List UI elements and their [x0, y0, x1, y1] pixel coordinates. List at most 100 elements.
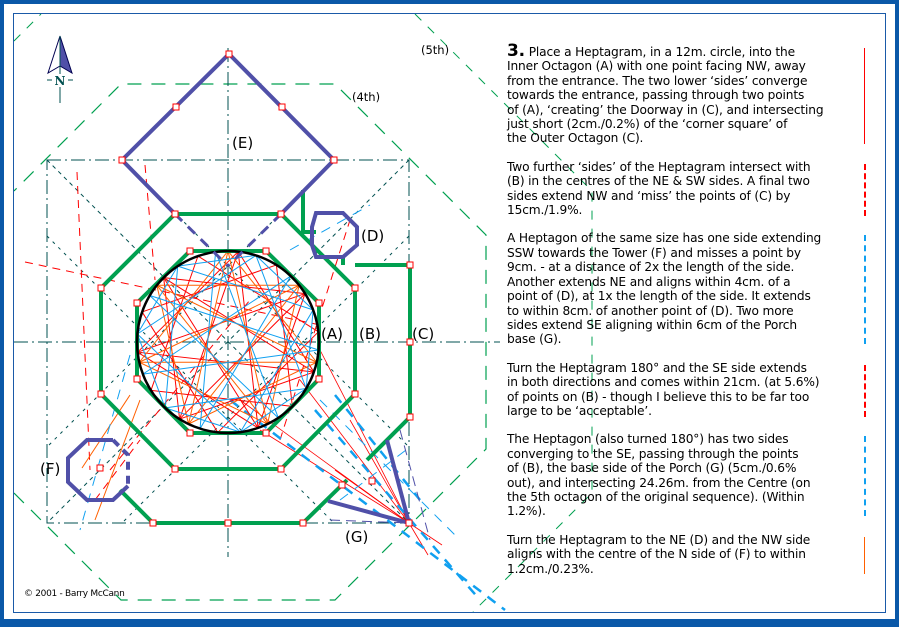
- point-marker: [338, 481, 346, 489]
- heptagram-line: [150, 389, 293, 407]
- tower-f: [66, 438, 130, 502]
- porch-alignment-line: [334, 469, 410, 524]
- step-number: 3.: [507, 41, 525, 61]
- point-marker: [172, 103, 180, 111]
- heptagon-line: [136, 265, 179, 335]
- heptagram-circle: [135, 249, 321, 435]
- inner-frame: [13, 13, 886, 613]
- heptagram-line: [150, 255, 199, 391]
- point-marker: [315, 299, 323, 307]
- point-marker: [299, 519, 307, 527]
- colour-key-bar: [864, 436, 866, 516]
- label-fourth: (4th): [352, 90, 380, 104]
- paragraph: Two further ‘sides’ of the Heptagram int…: [507, 160, 867, 218]
- colour-key-bar: [864, 537, 865, 574]
- colour-key-bar: [864, 164, 866, 216]
- fifth-octagon: [14, 14, 593, 612]
- text-line: aligns with the centre of the N side of …: [507, 547, 806, 562]
- point-marker: [330, 156, 338, 164]
- compass-label: N: [55, 74, 66, 88]
- text-line: 9cm. - at a distance of 2x the length of…: [507, 260, 795, 275]
- point-marker: [171, 210, 179, 218]
- text-line: the 5th octagon of the original sequence…: [507, 489, 805, 504]
- label-g: (G): [345, 528, 368, 546]
- label-fifth: (5th): [421, 43, 449, 57]
- text-line: SSW towards the Tower (F) and misses a p…: [507, 245, 801, 260]
- colour-key-bar: [864, 48, 865, 144]
- construction-lines: [14, 48, 500, 557]
- paragraph: The Heptagon (also turned 180°) has two …: [507, 432, 867, 518]
- text-line: of (B), the base side of the Porch (G) (…: [507, 461, 797, 476]
- text-line: out), and intersecting 24.26m. from the …: [507, 475, 811, 490]
- point-marker: [278, 103, 286, 111]
- point-marker: [118, 156, 126, 164]
- heptagon-line: [149, 295, 279, 419]
- heptagon-line: [165, 407, 241, 433]
- heptagon-line: [137, 333, 241, 433]
- text-line: Turn the Heptagram 180° and the SE side …: [507, 360, 807, 375]
- porch-extension: [399, 429, 431, 541]
- page: (E) (D) (A) (B) (C) (F) (G) (4th) (5th) …: [4, 4, 895, 619]
- porch-alignment-line: [408, 522, 443, 546]
- north-arrow-icon: N: [47, 35, 73, 103]
- porch-extension: [329, 519, 410, 524]
- colour-key-bar: [864, 365, 866, 417]
- text-line: large to be ‘acceptable’.: [507, 403, 652, 418]
- heptagram-lines: [136, 250, 319, 433]
- heptagon-line: [142, 349, 319, 375]
- point-marker: [368, 477, 376, 485]
- heptagon-line: [149, 295, 319, 351]
- copyright: © 2001 - Barry McCann: [24, 589, 125, 599]
- heptagon-line: [199, 275, 292, 429]
- heptagon-line: [136, 333, 166, 409]
- text-line: Another extends NE and aligns within 4cm…: [507, 274, 791, 289]
- heptagram-line: [197, 255, 319, 333]
- text-line: sides extend NW and ‘miss’ the points of…: [507, 188, 791, 203]
- heptagon-line: [239, 309, 314, 433]
- heptagram-line: [217, 331, 319, 433]
- text-line: (B) in the centres of the NE & SW sides.…: [507, 174, 810, 189]
- heptagon-extension: [79, 354, 131, 531]
- point-marker: [351, 284, 359, 292]
- point-marker: [315, 375, 323, 383]
- point-marker: [406, 261, 414, 269]
- point-marker: [133, 299, 141, 307]
- heptagon-line: [215, 251, 279, 419]
- heptagram-extension: [76, 171, 91, 471]
- text-line: Inner Octagon (A) with one point facing …: [507, 59, 806, 74]
- point-marker: [405, 519, 413, 527]
- point-marker: [351, 390, 359, 398]
- heptagram-extension: [109, 299, 251, 471]
- label-c: (C): [412, 325, 434, 343]
- label-f: (F): [40, 460, 60, 478]
- heptagon-extension: [334, 394, 421, 501]
- heptagon-line: [177, 254, 257, 267]
- heptagon-line: [199, 251, 217, 429]
- point-marker: [262, 247, 270, 255]
- point-markers: [96, 50, 414, 527]
- heptagon-line: [164, 266, 179, 408]
- porch-g: [327, 439, 411, 525]
- point-marker: [186, 429, 194, 437]
- porch-alignment-line: [408, 522, 429, 556]
- heptagon-line: [255, 255, 314, 311]
- heptagram-line: [141, 264, 277, 313]
- heptagon-line: [142, 275, 292, 375]
- point-marker: [149, 519, 157, 527]
- text-line: sides extend SE aligning within 6cm of t…: [507, 317, 797, 332]
- text-line: towards the entrance, passing through tw…: [507, 88, 805, 103]
- colour-key-bar: [864, 235, 866, 344]
- description-text: 3. Place a Heptagram, in a 12m. circle, …: [507, 41, 867, 590]
- text-line: of points on (B) - though I believe this…: [507, 389, 810, 404]
- text-line: from the entrance. The two lower ‘sides’…: [507, 73, 808, 88]
- point-marker: [277, 210, 285, 218]
- heptagram-extension: [81, 394, 131, 469]
- heptagram-extension: [94, 439, 141, 501]
- heptagram-line: [141, 311, 219, 433]
- point-marker: [186, 247, 194, 255]
- point-marker: [97, 390, 105, 398]
- point-marker: [96, 464, 104, 472]
- porch-alignment-line: [319, 349, 410, 524]
- label-e: (E): [232, 134, 253, 152]
- paragraph: Turn the Heptagram 180° and the SE side …: [507, 361, 867, 419]
